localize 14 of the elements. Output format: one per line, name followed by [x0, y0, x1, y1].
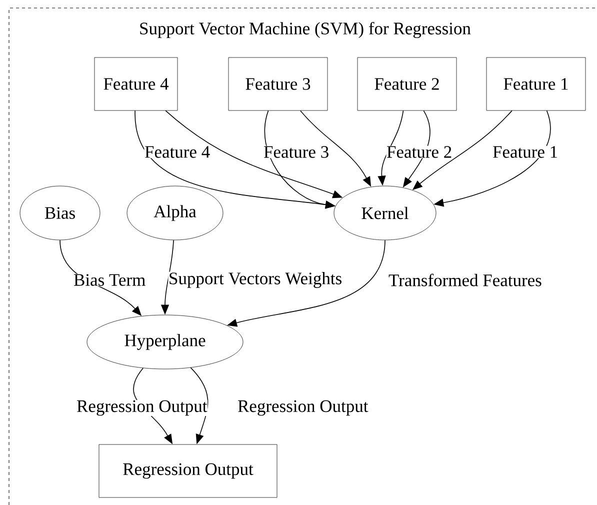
edge-label: Regression Output — [237, 400, 369, 416]
edge-label: Feature 3 — [263, 146, 330, 158]
edge-label: Feature 1 — [492, 146, 558, 158]
edge-label: Bias Term — [73, 274, 146, 286]
edge-label: Feature 2 — [386, 146, 452, 158]
edge-label: Support Vectors Weights — [168, 272, 342, 288]
process-box: Feature 2 — [357, 57, 457, 111]
edge-label: Regression Output — [76, 400, 208, 416]
edge-label: Feature 4 — [144, 146, 210, 158]
process-box: Feature 4 — [94, 57, 178, 111]
process-box: Regression Output — [98, 444, 278, 498]
process-box: Feature 1 — [486, 57, 586, 111]
edge-label: Transformed Features — [388, 273, 542, 287]
process-box: Feature 3 — [228, 57, 328, 111]
